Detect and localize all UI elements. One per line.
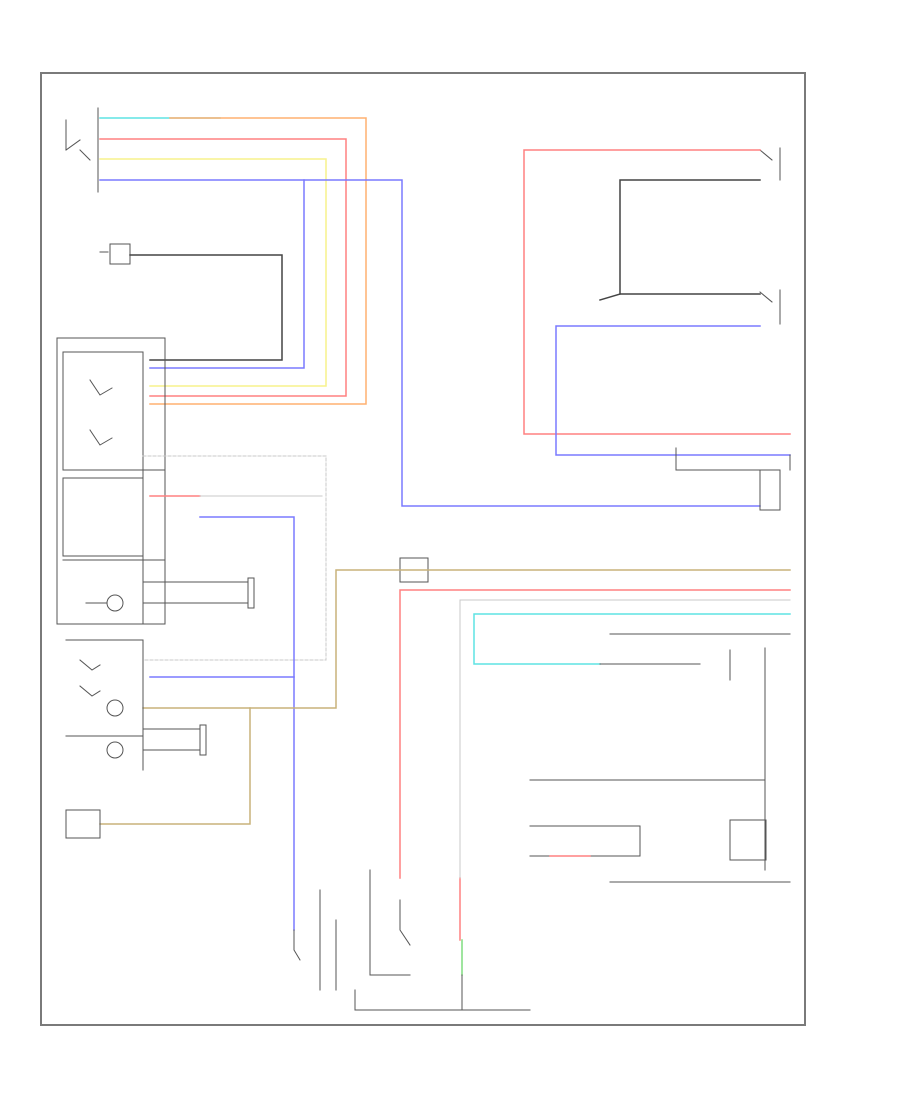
top-right-door-switch [759, 147, 781, 325]
wire-tan [99, 569, 791, 825]
wire-gray-lower [459, 599, 791, 879]
small-switch [99, 243, 131, 265]
wire-gray-dashed [142, 455, 327, 661]
wire-blue-right [555, 325, 791, 456]
wire-red-right [523, 149, 791, 435]
top-left-switch [65, 107, 99, 193]
control-switch-block [56, 337, 166, 625]
bottom-center-switch [293, 869, 411, 991]
right-connector [675, 447, 791, 511]
bottom-right-module [529, 633, 791, 883]
wire-red-lower [399, 589, 791, 941]
small-lamp-connectors [142, 577, 255, 609]
lower-left-switch-block [65, 639, 207, 771]
wire-blue-top [99, 179, 761, 507]
wire-red [99, 138, 347, 397]
diagram-frame [40, 72, 806, 1026]
wire-blue-mid [149, 516, 295, 931]
wire-black-right [599, 179, 761, 301]
wire-cyan-lower [473, 613, 791, 665]
wire-yellow [99, 158, 327, 387]
wire-orange [149, 117, 367, 405]
wire-black [129, 254, 283, 361]
lower-center-relay [354, 899, 531, 1011]
bottom-left-module [65, 809, 101, 839]
